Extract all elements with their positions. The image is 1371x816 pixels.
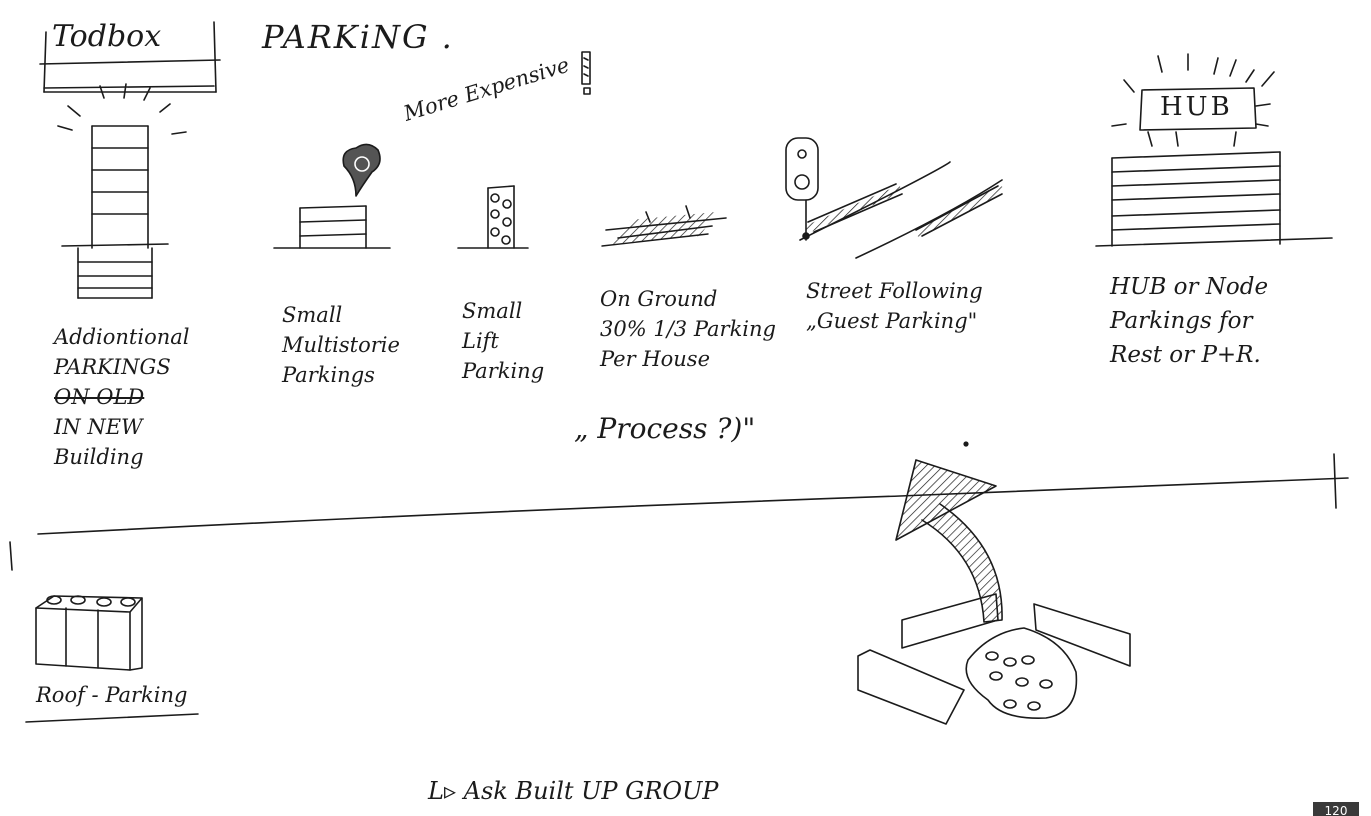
page-number-tab: 120 bbox=[1313, 802, 1359, 816]
lift-parking-drawing bbox=[458, 186, 528, 248]
concept-line: Street Following bbox=[806, 276, 983, 306]
ask-group-note: L▹ Ask Built UP GROUP bbox=[428, 776, 718, 806]
arrow-diagram-drawing bbox=[858, 442, 1130, 724]
exclamation-mark-drawing bbox=[582, 52, 590, 94]
concept-line: IN NEW bbox=[54, 412, 190, 442]
multistorey-drawing bbox=[274, 144, 390, 248]
concept-line: PARKINGS bbox=[54, 352, 190, 382]
concept-label-street-parking: Street Following „Guest Parking" bbox=[806, 276, 983, 336]
hub-sign-label: HUB bbox=[1160, 92, 1233, 122]
concept-line: Multistorie bbox=[282, 330, 400, 360]
process-note: „ Process ?)" bbox=[574, 414, 755, 444]
concept-line: Lift bbox=[462, 326, 544, 356]
roof-parking-label: Roof - Parking bbox=[36, 680, 187, 710]
concept-label-lift-parking: Small Lift Parking bbox=[462, 296, 544, 386]
concept-label-ground-parking: On Ground 30% 1/3 Parking Per House bbox=[600, 284, 776, 374]
concept-line: Rest or P+R. bbox=[1110, 338, 1268, 372]
section-divider-line bbox=[10, 454, 1348, 570]
concept-line: Addiontional bbox=[54, 322, 190, 352]
concept-line: Building bbox=[54, 442, 190, 472]
concept-line: Small bbox=[282, 300, 400, 330]
concept-line: Parking bbox=[462, 356, 544, 386]
concept-label-multistorey: Small Multistorie Parkings bbox=[282, 300, 400, 390]
concept-line: „Guest Parking" bbox=[806, 306, 983, 336]
concept-line: Per House bbox=[600, 344, 776, 374]
concept-line: Parkings bbox=[282, 360, 400, 390]
concept-line: On Ground bbox=[600, 284, 776, 314]
concept-line: Parkings for bbox=[1110, 304, 1268, 338]
concept-line: 30% 1/3 Parking bbox=[600, 314, 776, 344]
concept-line: Small bbox=[462, 296, 544, 326]
street-parking-drawing bbox=[786, 138, 1002, 258]
tower-building-drawing bbox=[62, 126, 168, 298]
concept-label-additional-parking: Addiontional PARKINGS ON OLD IN NEW Buil… bbox=[54, 322, 190, 472]
parking-heading: PARKiNG . bbox=[262, 22, 454, 52]
toolbox-heading: Todbox bbox=[52, 22, 161, 52]
concept-line-crossed: ON OLD bbox=[54, 382, 190, 412]
hub-building-drawing bbox=[1096, 54, 1332, 246]
concept-line: HUB or Node bbox=[1110, 270, 1268, 304]
concept-label-hub-parking: HUB or Node Parkings for Rest or P+R. bbox=[1110, 270, 1268, 372]
ground-parking-drawing bbox=[602, 206, 726, 246]
